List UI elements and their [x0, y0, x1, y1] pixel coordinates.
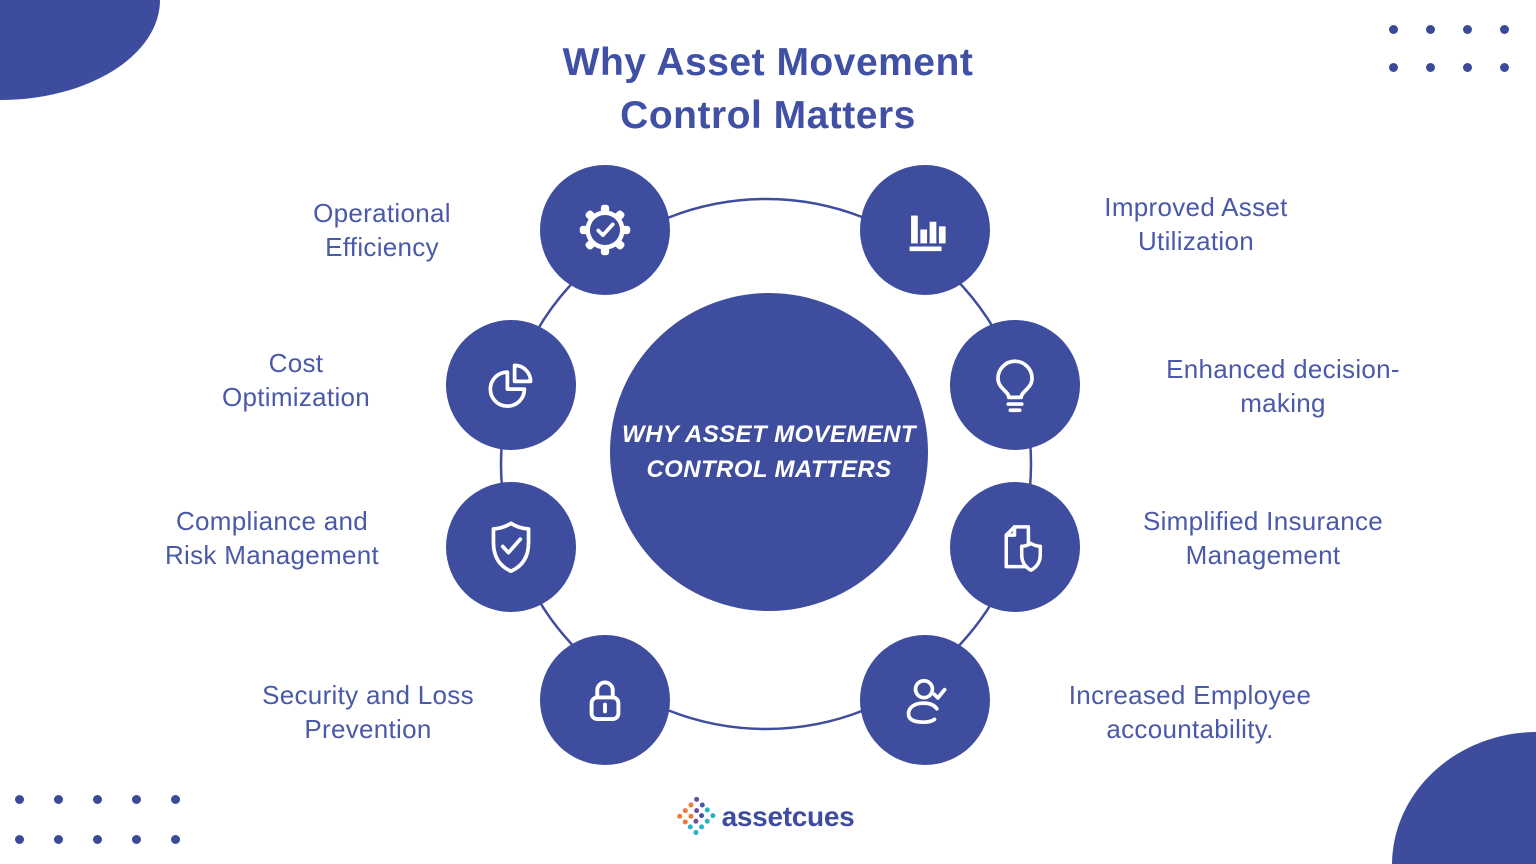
assetcues-logo-icon [675, 795, 717, 838]
bar-chart-icon [909, 215, 946, 252]
node-cost-optimization [446, 320, 576, 450]
lightbulb-icon [996, 359, 1034, 413]
node-security-loss-prevention [540, 635, 670, 765]
lock-icon [589, 680, 621, 722]
node-label-improved-asset-utilization: Improved Asset Utilization [1104, 192, 1288, 256]
pie-chart-icon [488, 363, 533, 408]
node-label-security-loss-prevention: Security and Loss Prevention [262, 680, 474, 744]
node-improved-asset-utilization [860, 165, 990, 295]
brand-footer: assetcues [675, 795, 855, 837]
brand-name: assetcues [721, 801, 855, 832]
center-circle-text: WHY ASSET MOVEMENT CONTROL MATTERS [622, 421, 916, 483]
center-circle: WHY ASSET MOVEMENT CONTROL MATTERS [610, 293, 928, 611]
node-compliance-risk-management [446, 482, 576, 612]
document-shield-icon [1004, 525, 1043, 572]
person-check-icon [906, 678, 947, 725]
node-simplified-insurance-management [950, 482, 1080, 612]
dot-grid-top-right [1389, 25, 1509, 72]
dot-grid-bottom-left [15, 795, 180, 844]
node-label-compliance-risk-management: Compliance and Risk Management [164, 506, 380, 570]
page-title: Why Asset Movement Control Matters [562, 41, 974, 137]
shield-check-icon [491, 521, 531, 574]
node-label-operational-efficiency: Operational Efficiency [313, 198, 451, 262]
node-label-simplified-insurance-management: Simplified Insurance Management [1142, 506, 1384, 570]
node-increased-employee-accountability [860, 635, 990, 765]
gear-check-icon [579, 204, 631, 256]
node-label-cost-optimization: Cost Optimization [221, 348, 371, 412]
node-enhanced-decision-making [950, 320, 1080, 450]
node-operational-efficiency [540, 165, 670, 295]
node-label-increased-employee-accountability: Increased Employee accountability. [1068, 680, 1312, 744]
node-label-enhanced-decision-making: Enhanced decision- making [1166, 354, 1400, 418]
